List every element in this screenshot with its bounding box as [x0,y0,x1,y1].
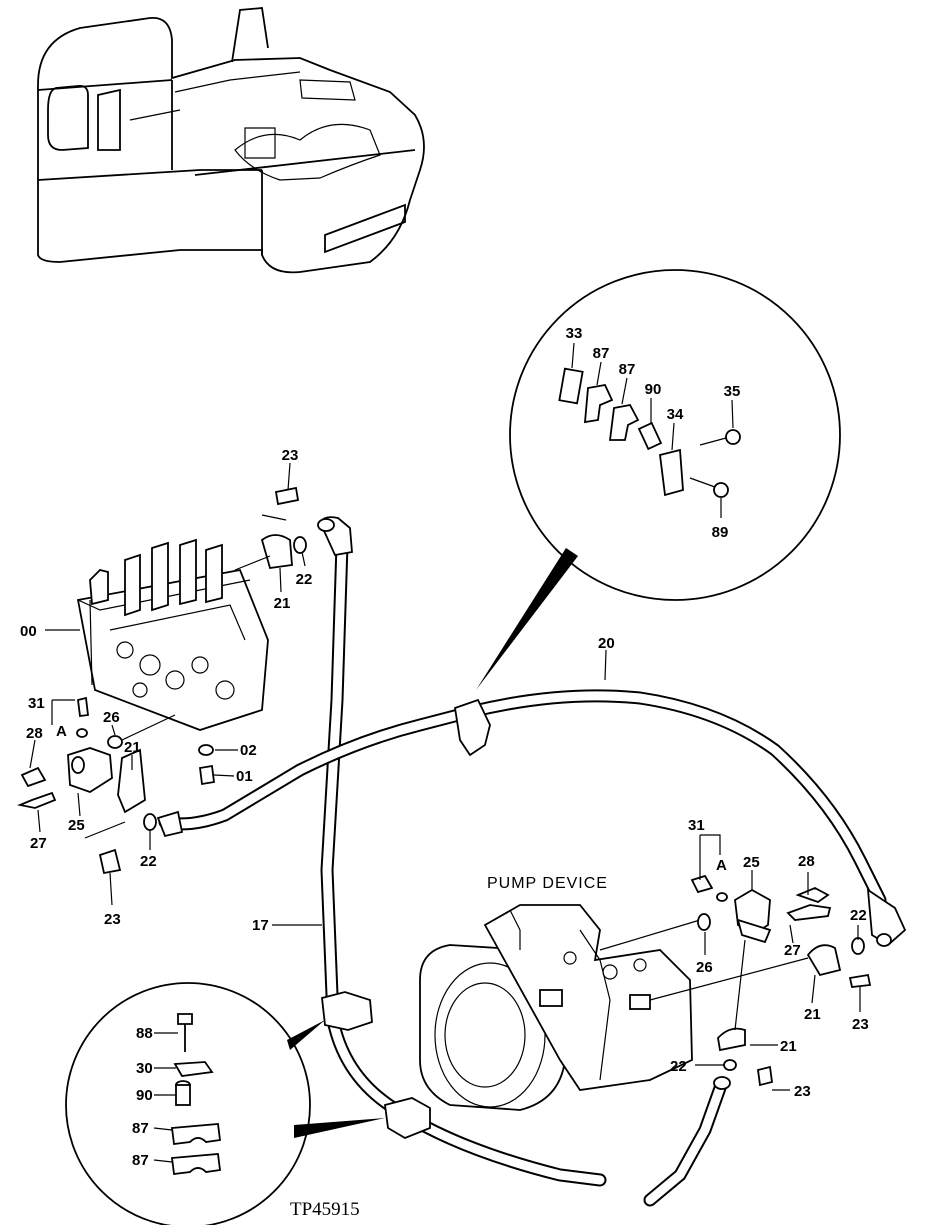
label-23: 23 [282,447,299,464]
label-89: 89 [712,524,729,541]
label-A: A [56,723,67,740]
label-87: 87 [132,1120,149,1137]
label-90: 90 [136,1087,153,1104]
cv-small-parts [16,486,307,875]
label-28: 28 [798,853,815,870]
leader-lines [29,462,861,1091]
label-22: 22 [140,853,157,870]
pump-device [419,904,809,1111]
clamp-20 [453,698,491,757]
label-30: 30 [136,1060,153,1077]
pump-device-caption: PUMP DEVICE [487,875,608,892]
bottom-detail-circle: 88 30 90 87 87 [65,982,385,1225]
label-00: 00 [20,623,37,640]
pump-hose-short [643,1076,731,1207]
label-27: 27 [784,942,801,959]
label-88: 88 [136,1025,153,1042]
callout-labels: 23 22 21 00 31 A 28 26 21 02 01 27 25 22… [20,447,869,1220]
label-21: 21 [804,1006,821,1023]
label-01: 01 [236,768,253,785]
label-35: 35 [724,383,741,400]
top-leader-wedge [476,548,578,690]
hose-20 [156,689,907,947]
label-21: 21 [274,595,291,612]
label-02: 02 [240,742,257,759]
label-23: 23 [104,911,121,928]
label-87: 87 [619,361,636,378]
label-31: 31 [28,695,45,712]
label-33: 33 [566,325,583,342]
label-31: 31 [688,817,705,834]
label-28: 28 [26,725,43,742]
label-23: 23 [794,1083,811,1100]
label-90: 90 [645,381,662,398]
control-valve [76,538,269,731]
drawing-code: TP45915 [290,1199,360,1220]
bottom-leader-wedge-upper [287,1020,325,1050]
label-87: 87 [593,345,610,362]
label-27: 27 [30,835,47,852]
label-25: 25 [68,817,85,834]
label-26: 26 [696,959,713,976]
top-detail-circle: 33 87 87 90 35 34 89 [476,269,841,690]
label-87: 87 [132,1152,149,1169]
label-22: 22 [296,571,313,588]
label-20: 20 [598,635,615,652]
pump-small-parts [690,874,872,1087]
label-22: 22 [850,907,867,924]
clamp-17-lower [384,1097,431,1139]
bottom-leader-wedge-lower [294,1118,385,1138]
label-17: 17 [252,917,269,934]
label-34: 34 [667,406,684,423]
label-22: 22 [670,1058,687,1075]
label-21: 21 [124,739,141,756]
clamp-17-upper [321,991,373,1031]
label-26: 26 [103,709,120,726]
excavator-overview [37,7,425,274]
label-23: 23 [852,1016,869,1033]
label-A: A [716,857,727,874]
label-21: 21 [780,1038,797,1055]
label-25: 25 [743,854,760,871]
